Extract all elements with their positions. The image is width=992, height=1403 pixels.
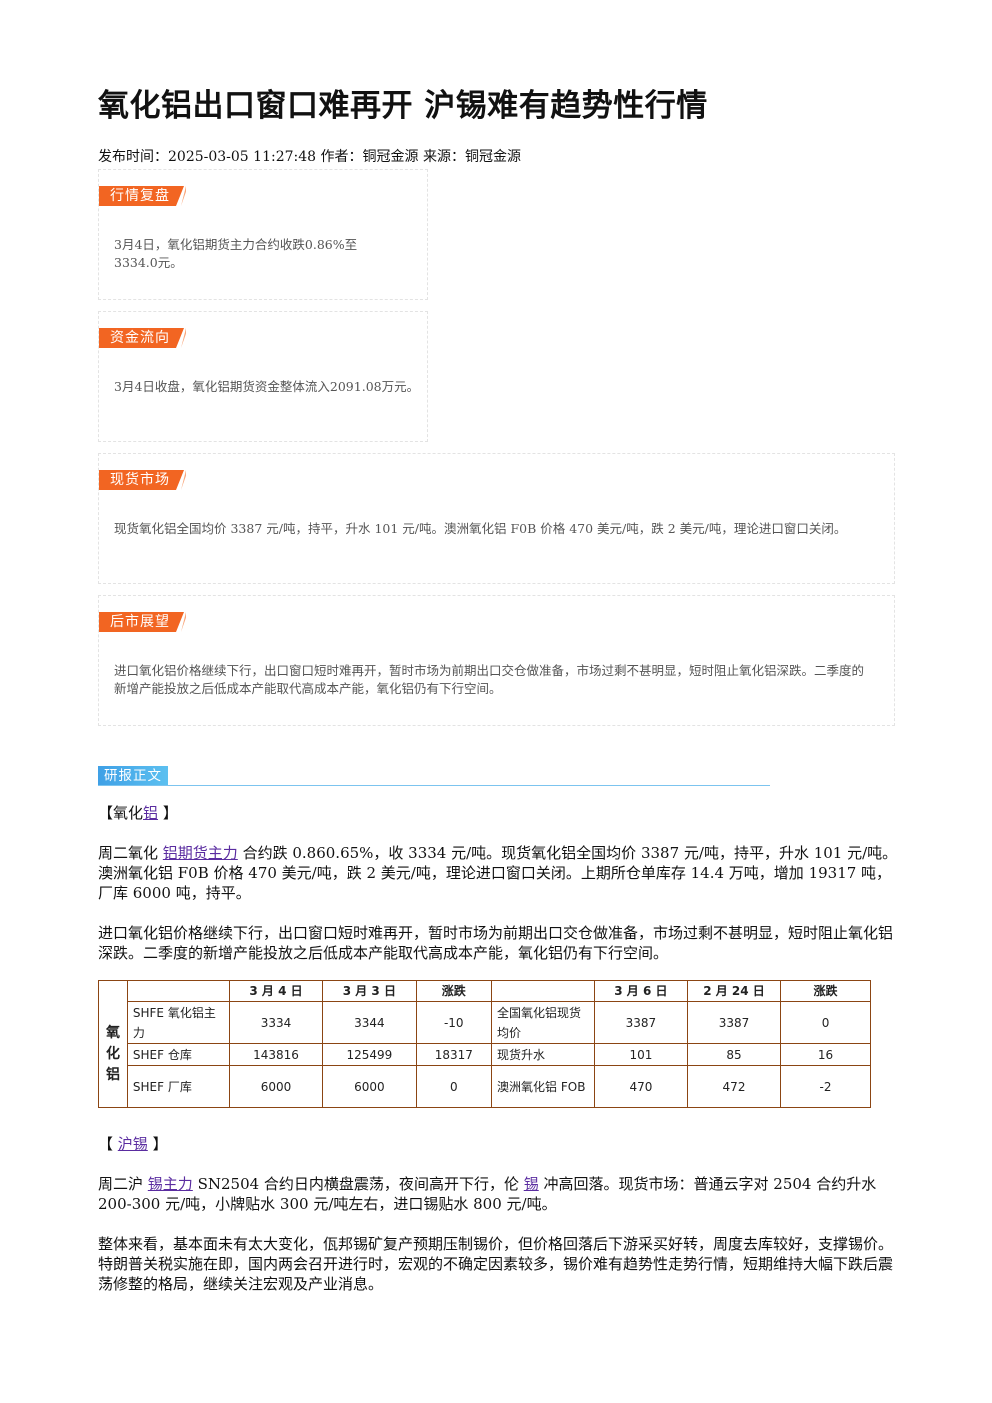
tin-paragraph-1: 周二沪 锡主力 SN2504 合约日内横盘震荡，夜间高开下行，伦 锡 冲高回落。… <box>98 1175 877 1213</box>
summary-box-market-review: 行情复盘 3月4日，氧化铝期货主力合约收跌0.86%至3334.0元。 <box>98 169 428 300</box>
table-header <box>491 980 595 1002</box>
table-header-row: 3 月 4 日 3 月 3 日 涨跌 3 月 6 日 2 月 24 日 涨跌 <box>98 980 871 1002</box>
article-meta: 发布时间：2025-03-05 11:27:48 作者：铜冠金源 来源：铜冠金源 <box>98 149 521 165</box>
section-head-open: 【氧化 <box>98 804 144 822</box>
summary-text: 3月4日，氧化铝期货主力合约收跌0.86%至3334.0元。 <box>114 237 358 270</box>
summary-tag: 后市展望 <box>99 612 184 632</box>
summary-text: 3月4日收盘，氧化铝期货资金整体流入2091.08万元。 <box>114 379 420 394</box>
report-body-tag: 研报正文 <box>98 766 168 786</box>
table-header: 2 月 24 日 <box>686 980 782 1002</box>
table-header: 3 月 3 日 <box>322 980 417 1002</box>
page-title: 氧化铝出口窗口难再开 沪锡难有趋势性行情 <box>98 88 708 124</box>
alumina-link[interactable]: 铝 <box>143 804 159 822</box>
table-corner <box>98 980 128 1002</box>
alumina-paragraph-2: 进口氧化铝价格继续下行，出口窗口短时难再开，暂时市场为前期出口交仓做准备，市场过… <box>98 924 894 962</box>
alumina-futures-link[interactable]: 铝期货主力 <box>162 844 238 862</box>
summary-box-fund-flow: 资金流向 3月4日收盘，氧化铝期货资金整体流入2091.08万元。 <box>98 311 428 442</box>
section-head-close: 】 <box>147 1135 168 1153</box>
section-head-open: 【 <box>98 1135 118 1153</box>
tin-main-link[interactable]: 锡主力 <box>147 1175 193 1193</box>
tag-tail-decoration <box>181 470 186 490</box>
tag-tail-decoration <box>181 328 186 348</box>
tag-tail-decoration <box>181 612 186 632</box>
table-header: 3 月 6 日 <box>593 980 688 1002</box>
table-group-label: 氧化铝 <box>98 1001 128 1108</box>
table-header <box>126 980 230 1002</box>
tag-tail-decoration <box>181 186 186 206</box>
table-row: SHEF 仓库 143816 125499 18317 现货升水 101 85 … <box>99 1043 871 1066</box>
summary-box-spot-market: 现货市场 现货氧化铝全国均价 3387 元/吨，持平，升水 101 元/吨。澳洲… <box>98 453 895 584</box>
table-row: 氧化铝 SHFE 氧化铝主力 3334 3344 -10 全国氧化铝现货均价 3… <box>98 1001 871 1108</box>
section-head-tin: 【 沪锡 】 <box>98 1134 168 1154</box>
alumina-data-table: 3 月 4 日 3 月 3 日 涨跌 3 月 6 日 2 月 24 日 涨跌 氧… <box>98 980 871 1108</box>
summary-text: 现货氧化铝全国均价 3387 元/吨，持平，升水 101 元/吨。澳洲氧化铝 F… <box>114 521 847 536</box>
tin-link[interactable]: 沪锡 <box>117 1135 148 1153</box>
summary-tag: 资金流向 <box>99 328 184 348</box>
alumina-paragraph-1: 周二氧化 铝期货主力 合约跌 0.860.65%，收 3334 元/吨。现货氧化… <box>98 844 898 902</box>
summary-box-outlook: 后市展望 进口氧化铝价格继续下行，出口窗口短时难再开，暂时市场为前期出口交仓做准… <box>98 595 895 726</box>
table-header: 3 月 4 日 <box>228 980 324 1002</box>
tin-paragraph-2: 整体来看，基本面未有太大变化，佤邦锡矿复产预期压制锡价，但价格回落后下游采买好转… <box>98 1235 894 1293</box>
report-body-divider <box>98 785 770 786</box>
table-header: 涨跌 <box>415 980 493 1002</box>
table-header: 涨跌 <box>780 980 871 1002</box>
tin-lme-link[interactable]: 锡 <box>523 1175 539 1193</box>
table-row: SHEF 厂库 6000 6000 0 澳洲氧化铝 FOB 470 472 -2 <box>99 1065 871 1108</box>
summary-text: 进口氧化铝价格继续下行，出口窗口短时难再开，暂时市场为前期出口交仓做准备，市场过… <box>114 663 865 696</box>
section-head-alumina: 【氧化铝 】 <box>98 803 178 823</box>
summary-tag: 现货市场 <box>99 470 184 490</box>
summary-tag: 行情复盘 <box>99 186 184 206</box>
section-head-close: 】 <box>162 804 178 822</box>
